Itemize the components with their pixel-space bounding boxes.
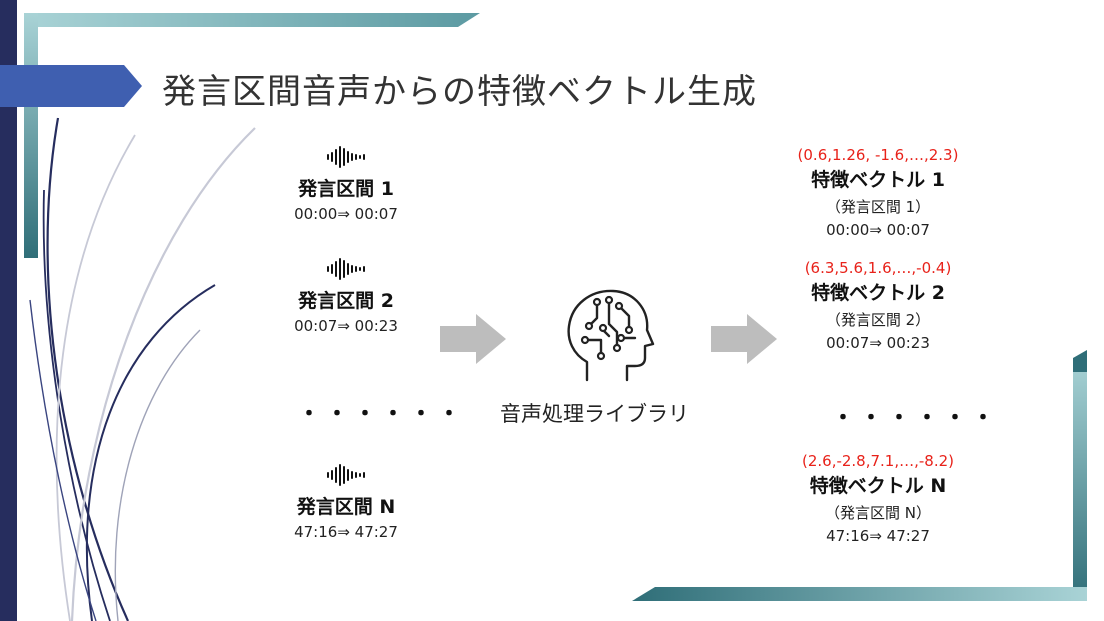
sound-wave-icon [327, 258, 365, 280]
segment-name: 発言区間 N [296, 496, 396, 518]
segment-2: 発言区間 2 00:07⇒ 00:23 [236, 258, 456, 335]
segment-ellipsis: ・・・・・・ [298, 402, 467, 427]
segment-time: 00:07⇒ 00:23 [294, 317, 398, 335]
vector-ellipsis: ・・・・・・ [832, 406, 1001, 431]
segment-time: 47:16⇒ 47:27 [294, 523, 398, 541]
library-label: 音声処理ライブラリ [500, 402, 689, 426]
slide-title: 発言区間音声からの特徴ベクトル生成 [162, 72, 757, 112]
arrow-right-icon [711, 314, 777, 364]
segment-name: 発言区間 1 [298, 178, 394, 200]
vector-values: (0.6,1.26, -1.6,…,2.3) [797, 146, 959, 164]
vector-n: (2.6,-2.8,7.1,…,-8.2) 特徴ベクトル N （発言区間 N） … [748, 452, 1008, 545]
top-teal-frame [24, 13, 480, 27]
vector-time: 00:07⇒ 00:23 [826, 334, 930, 352]
vector-segment: （発言区間 2） [825, 311, 931, 329]
vector-name: 特徴ベクトル 1 [811, 169, 945, 191]
arrow-right-icon [440, 314, 506, 364]
segment-name: 発言区間 2 [298, 290, 394, 312]
vector-time: 47:16⇒ 47:27 [826, 527, 930, 545]
title-tab [0, 65, 142, 107]
segment-n: 発言区間 N 47:16⇒ 47:27 [236, 464, 456, 541]
vector-segment: （発言区間 N） [825, 504, 931, 522]
vector-1: (0.6,1.26, -1.6,…,2.3) 特徴ベクトル 1 （発言区間 1）… [748, 146, 1008, 239]
vector-time: 00:00⇒ 00:07 [826, 221, 930, 239]
sound-wave-icon [327, 146, 365, 168]
sound-wave-icon [327, 464, 365, 486]
vector-2: (6.3,5.6,1.6,…,-0.4) 特徴ベクトル 2 （発言区間 2） 0… [748, 259, 1008, 352]
bottom-teal-frame [632, 587, 1087, 601]
left-teal-frame [24, 13, 38, 258]
vector-values: (6.3,5.6,1.6,…,-0.4) [804, 259, 952, 277]
segment-1: 発言区間 1 00:00⇒ 00:07 [236, 146, 456, 223]
vector-segment: （発言区間 1） [825, 198, 931, 216]
segment-time: 00:00⇒ 00:07 [294, 205, 398, 223]
ai-head-icon [567, 289, 655, 382]
vector-name: 特徴ベクトル N [809, 475, 947, 497]
vector-values: (2.6,-2.8,7.1,…,-8.2) [801, 452, 955, 470]
vector-name: 特徴ベクトル 2 [811, 282, 945, 304]
left-navy-bar [0, 0, 17, 621]
right-teal-frame [1073, 358, 1087, 601]
